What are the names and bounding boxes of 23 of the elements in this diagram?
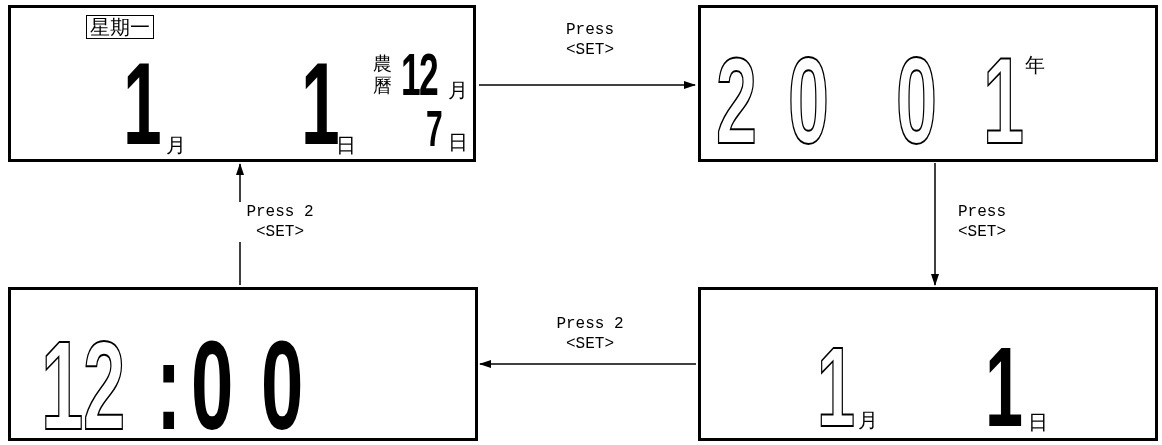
lcd-digits: 1 [301, 46, 340, 162]
unit-label: 日 [1028, 412, 1048, 432]
lcd-screen [8, 287, 478, 441]
weekday-tag: 星期一 [86, 15, 154, 39]
lcd-digits: 1 [123, 46, 162, 162]
lcd-digits: 12 [401, 46, 439, 105]
arrow [479, 360, 697, 368]
lcd-screen [698, 5, 1158, 162]
unit-label: 月 [166, 135, 186, 155]
lcd-digits: 7 [426, 104, 443, 154]
lunar-label: 農曆 [373, 53, 393, 97]
unit-label: 日 [448, 132, 468, 152]
arrow [931, 162, 939, 286]
arrow [478, 81, 696, 89]
unit-label: 年 [1025, 55, 1045, 75]
unit-label: 月 [858, 410, 878, 430]
unit-label: 月 [448, 80, 468, 100]
lcd-digits: 1 [817, 330, 856, 444]
lcd-screen [698, 287, 1158, 441]
lcd-digits: 0 [896, 39, 938, 162]
lcd-screen [8, 5, 476, 162]
lcd-digits: 1 [985, 330, 1024, 444]
lcd-digits: 1 [983, 39, 1025, 162]
